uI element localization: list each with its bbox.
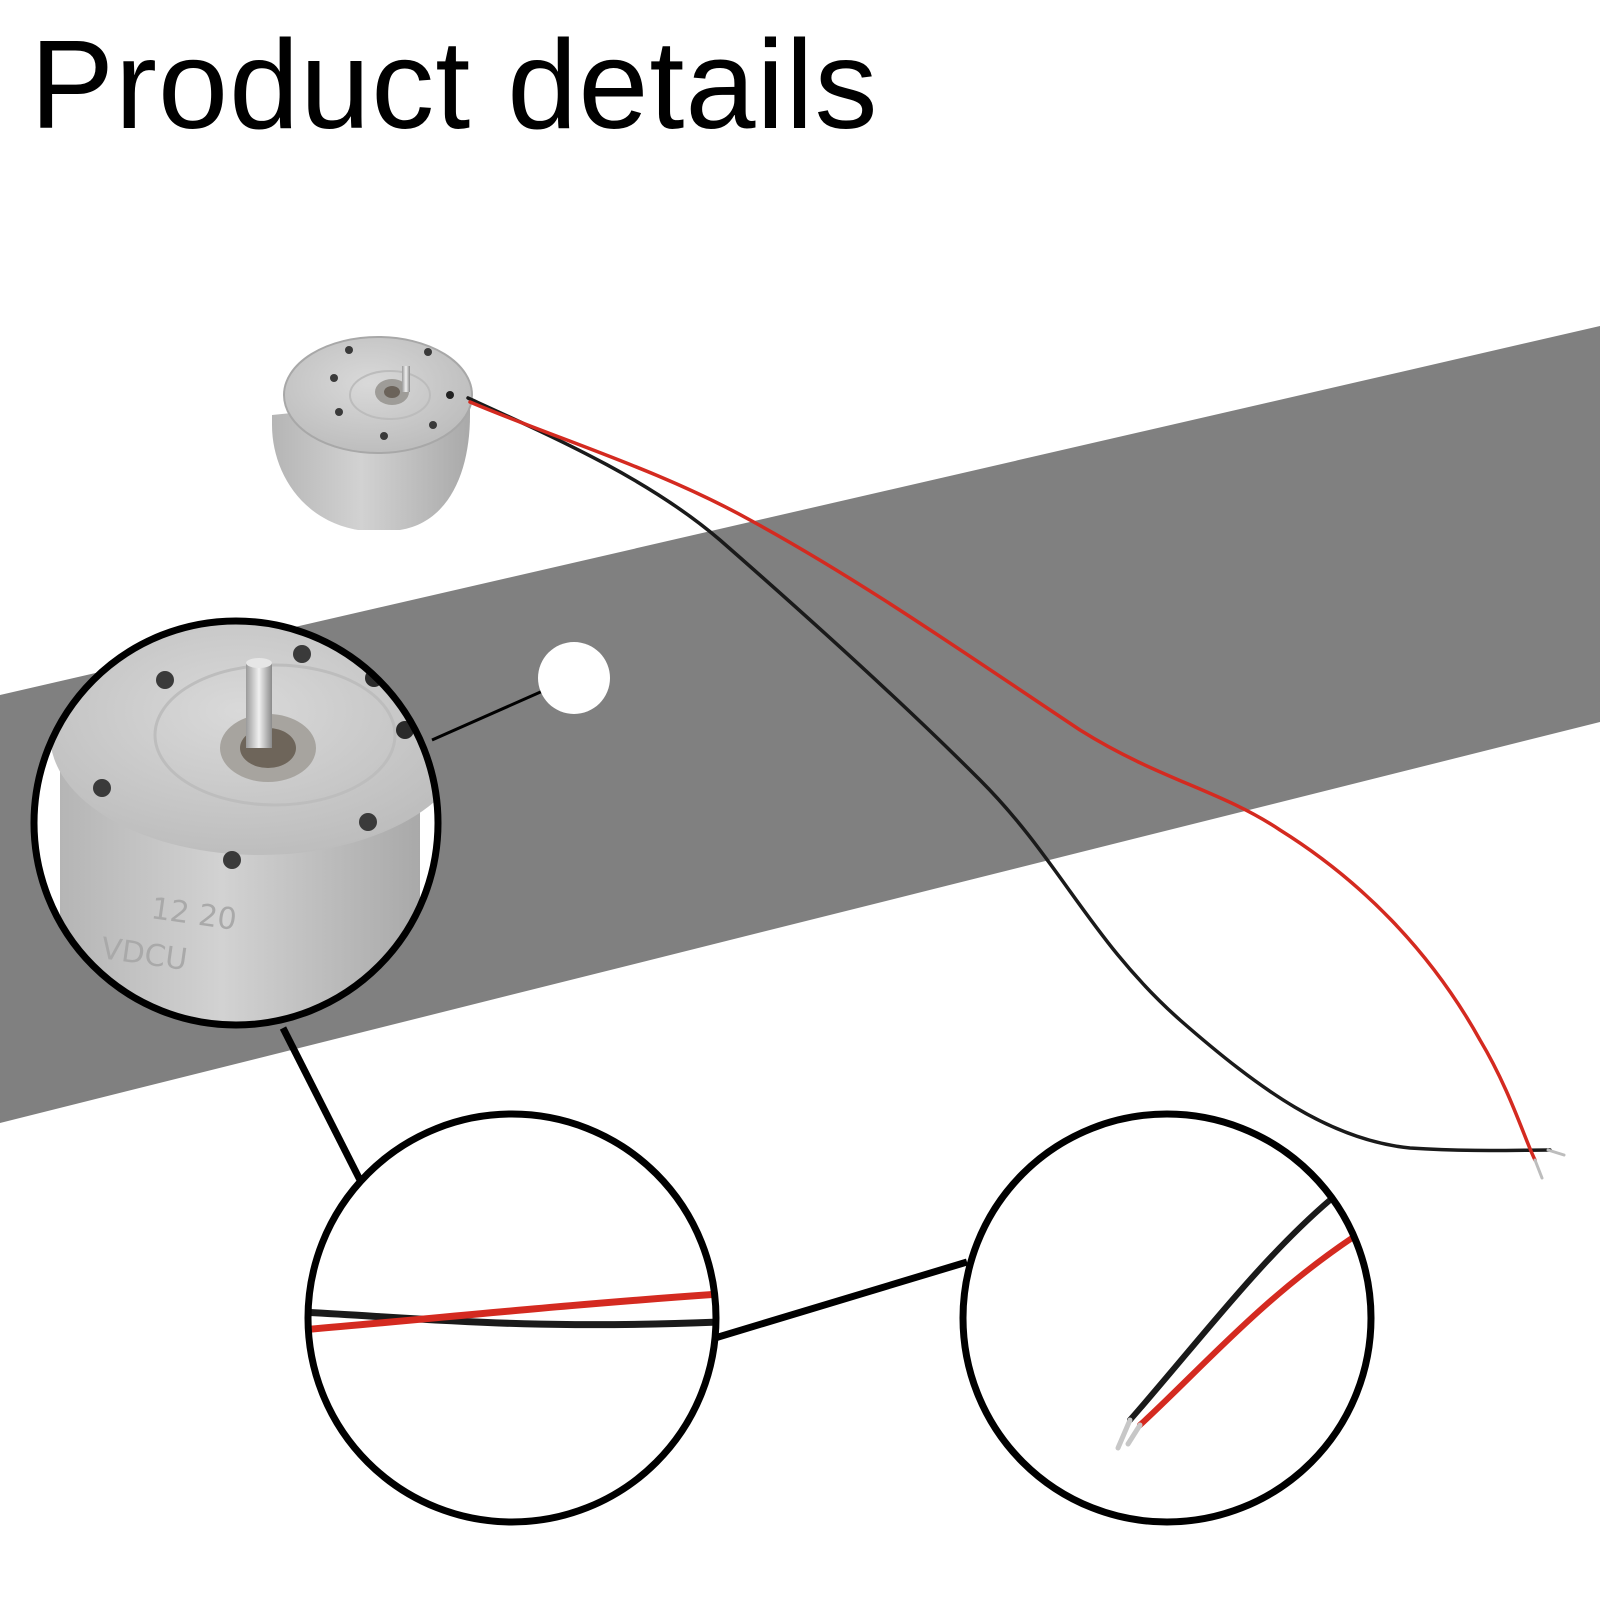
zoom-wire-cross-callout (304, 1110, 720, 1526)
page-title: Product details (30, 14, 879, 155)
motor-wires (466, 396, 1566, 1180)
callout-line-wires (713, 1258, 969, 1342)
callout-line-lower (279, 1026, 364, 1182)
black-wire (466, 396, 1552, 1153)
callout-line-motor (431, 688, 546, 742)
zoom-motor-callout: 12 20 VDCU (30, 617, 442, 1029)
callout-dot (538, 642, 610, 714)
red-wire (468, 400, 1537, 1162)
motor-product (272, 336, 473, 530)
zoom-wire-ends-callout (959, 1110, 1375, 1526)
